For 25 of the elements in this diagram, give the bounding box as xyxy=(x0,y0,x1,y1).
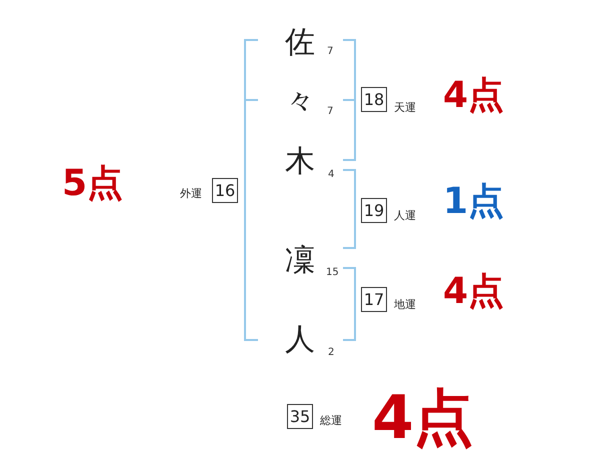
stroke-count: 15 xyxy=(326,268,339,278)
fortune-number-box: 18 xyxy=(361,87,387,112)
name-character: 凜 xyxy=(285,246,315,276)
name-character: 々 xyxy=(285,87,315,117)
fortune-label: 天運 xyxy=(394,102,416,113)
name-character: 人 xyxy=(285,325,315,355)
points-value: 1点 xyxy=(443,184,504,220)
fortune-label: 人運 xyxy=(394,210,416,221)
name-character: 木 xyxy=(285,147,315,177)
stroke-count: 7 xyxy=(327,107,334,117)
fortune-number-box: 17 xyxy=(361,287,387,312)
points-value: 4点 xyxy=(443,78,504,114)
fortune-label: 外運 xyxy=(180,188,202,199)
points-value: 5点 xyxy=(62,166,124,202)
fortune-number-box: 16 xyxy=(212,178,238,203)
points-value: 4点 xyxy=(443,274,504,310)
stroke-count: 2 xyxy=(328,348,334,358)
fortune-number-box: 35 xyxy=(287,404,313,429)
fortune-number-box: 19 xyxy=(361,198,387,223)
fortune-label: 地運 xyxy=(394,299,416,310)
points-value: 4点 xyxy=(372,388,474,448)
stroke-count: 4 xyxy=(328,170,334,180)
fortune-label: 総運 xyxy=(320,415,342,426)
stroke-count: 7 xyxy=(327,47,334,57)
name-character: 佐 xyxy=(285,28,315,58)
